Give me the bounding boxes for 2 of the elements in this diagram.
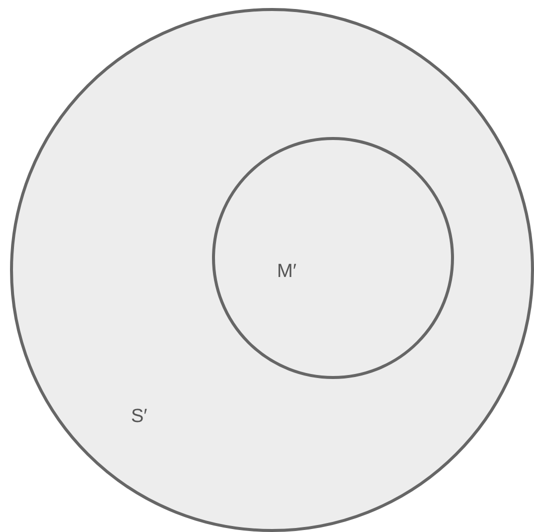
set-label: S′ [131, 407, 148, 426]
set-label: M′ [277, 262, 296, 281]
